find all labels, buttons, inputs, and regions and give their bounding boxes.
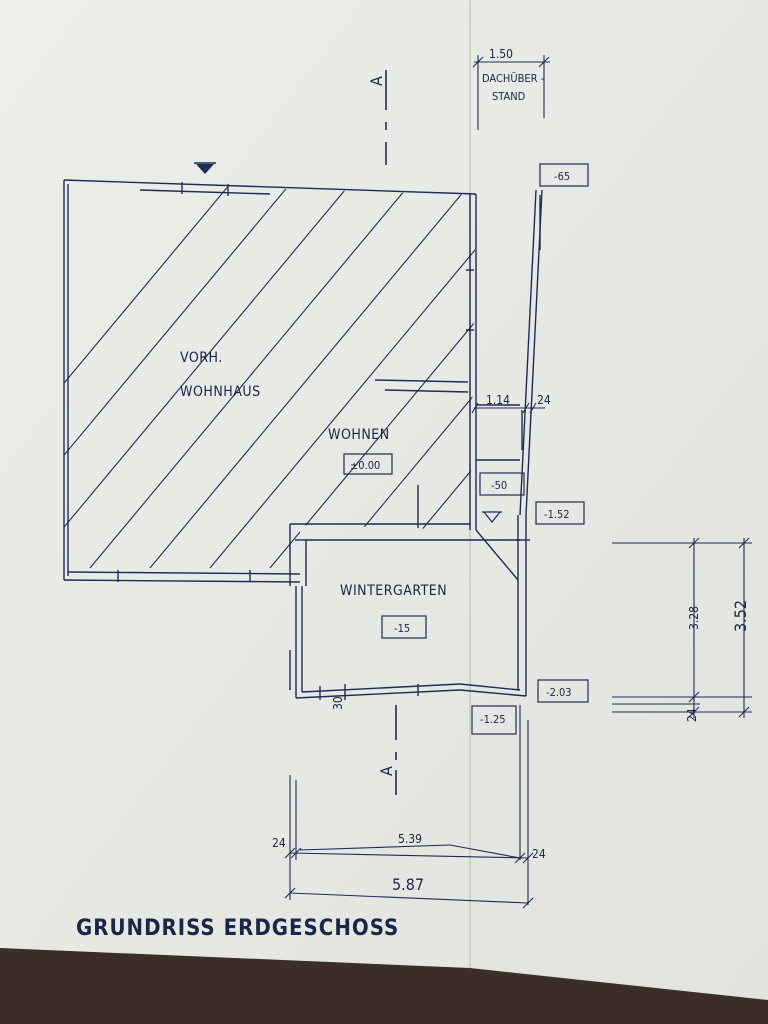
dim-5-39: 5.39 bbox=[398, 832, 422, 846]
level-top-right: -65 bbox=[554, 170, 570, 183]
room-label-living: WOHNEN bbox=[328, 427, 390, 443]
dim-3-28: 3.28 bbox=[687, 606, 701, 630]
room-label-existing-house-1: VORH. bbox=[180, 350, 223, 366]
paper-sheet bbox=[0, 0, 768, 1000]
level-bottom: -1.25 bbox=[480, 713, 506, 726]
bottom-dimensions bbox=[284, 705, 534, 909]
dim-24-right: 24 bbox=[685, 708, 699, 722]
level-winter-garden: -15 bbox=[394, 622, 410, 635]
room-label-winter-garden: WINTERGARTEN bbox=[340, 583, 447, 599]
level-box-living bbox=[343, 453, 393, 475]
entrance-marker bbox=[196, 164, 214, 174]
existing-house-outline bbox=[63, 179, 520, 583]
level-mid-step: -50 bbox=[491, 479, 507, 492]
right-vertical-dimensions bbox=[612, 537, 752, 718]
room-label-existing-house-2: WOHNHAUS bbox=[180, 384, 261, 400]
roof-overhang-dimension bbox=[472, 55, 550, 130]
level-box-winter-garden bbox=[381, 615, 427, 639]
level-living: ±0.00 bbox=[350, 459, 380, 472]
dim-5-87: 5.87 bbox=[392, 875, 424, 894]
dim-3-52: 3.52 bbox=[731, 600, 750, 632]
dimension-1-14 bbox=[471, 402, 545, 414]
level-right-lower: -2.03 bbox=[546, 686, 572, 699]
level-right-upper: -1.52 bbox=[544, 508, 570, 521]
dim-1-14: 1.14 bbox=[486, 393, 510, 407]
dim-24-left: 24 bbox=[272, 836, 286, 850]
dim-24-bottom: 24 bbox=[532, 847, 546, 861]
level-box-right-upper bbox=[535, 501, 585, 525]
right-wall bbox=[519, 189, 543, 516]
section-mark-bottom: A bbox=[377, 766, 396, 776]
level-box-top-right bbox=[539, 163, 589, 187]
level-box-bottom bbox=[471, 705, 517, 735]
section-mark-top: A bbox=[367, 76, 386, 86]
roof-overhang-value: 1.50 bbox=[489, 47, 513, 61]
level-box-mid-step bbox=[479, 472, 525, 496]
dim-24-top: 24 bbox=[537, 393, 551, 407]
roof-overhang-label-2: STAND bbox=[492, 90, 526, 103]
plan-title: GRUNDRISS ERDGESCHOSS bbox=[76, 916, 399, 941]
step-marker bbox=[482, 511, 502, 523]
roof-overhang-label-1: DACHÜBER - bbox=[482, 72, 545, 85]
dim-30: 30 bbox=[331, 696, 345, 710]
winter-garden-outline bbox=[289, 515, 530, 700]
level-box-right-lower bbox=[537, 679, 589, 703]
